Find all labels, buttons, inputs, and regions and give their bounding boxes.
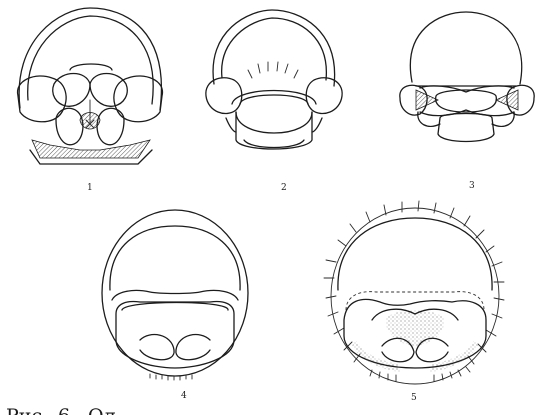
figure-caption: Рис. 6. Ол bbox=[6, 405, 116, 415]
panel-5-label: 5 bbox=[411, 393, 417, 403]
panel-2-drawing bbox=[206, 10, 342, 149]
caption-word-1: Ол bbox=[88, 405, 116, 415]
caption-number: 6. bbox=[58, 405, 76, 415]
panel-3-drawing bbox=[400, 12, 534, 142]
panel-4-label: 4 bbox=[181, 391, 187, 401]
panel-3-label: 3 bbox=[469, 181, 475, 191]
panel-2-label: 2 bbox=[281, 183, 287, 193]
panel-4-drawing bbox=[102, 210, 248, 380]
panel-5-drawing bbox=[324, 201, 504, 384]
caption-prefix: Рис. bbox=[6, 405, 48, 415]
panel-1-drawing bbox=[18, 8, 163, 164]
panel-1-label: 1 bbox=[87, 183, 93, 193]
